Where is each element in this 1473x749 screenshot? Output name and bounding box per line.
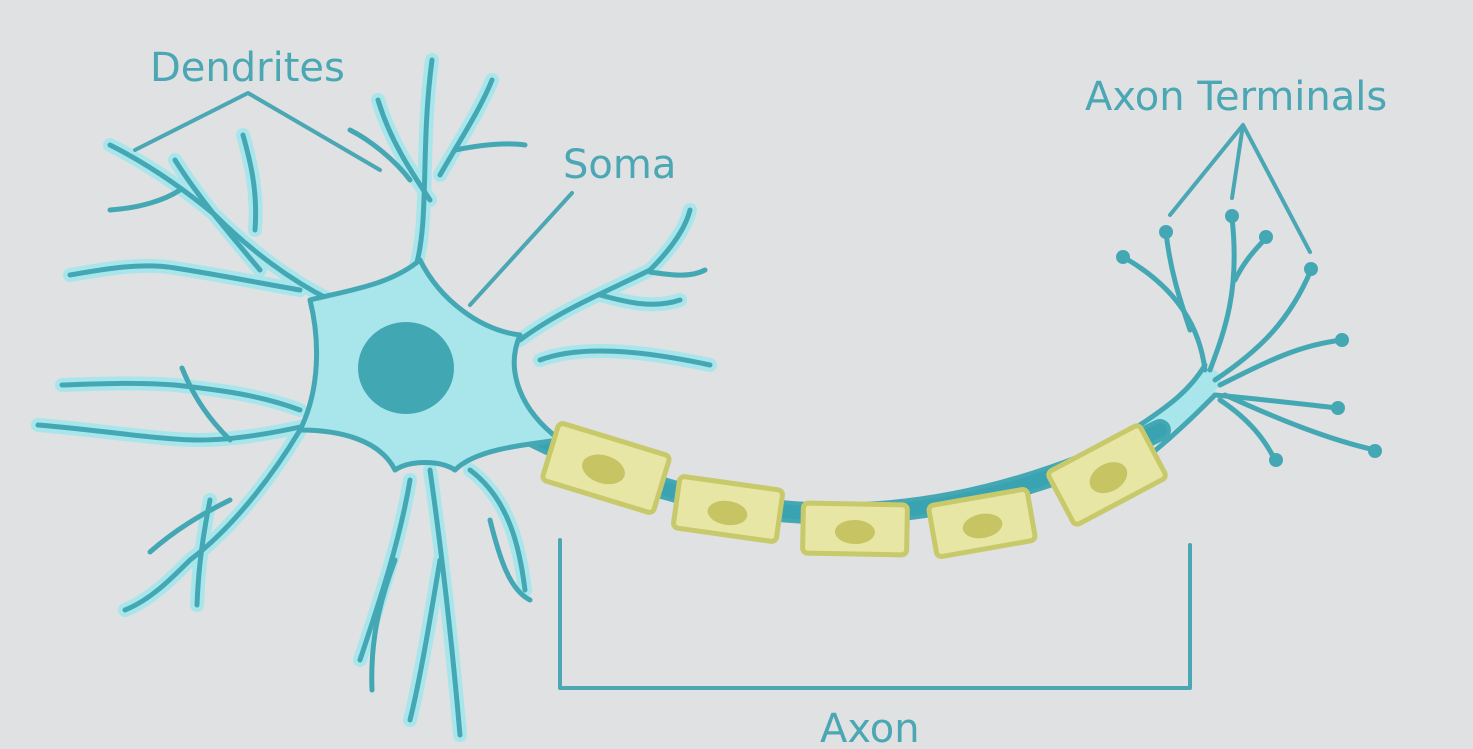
soma [297, 257, 563, 473]
terminal-bouton-5 [1304, 262, 1318, 276]
terminal-bouton-7 [1331, 401, 1345, 415]
leader-lines [133, 91, 1312, 690]
terminal-bouton-8 [1269, 453, 1283, 467]
myelin-segment-1 [540, 421, 672, 515]
terminal-bouton-3 [1225, 209, 1239, 223]
soma-label: Soma [563, 142, 676, 188]
axon-label: Axon [820, 706, 920, 749]
terminal-bouton-4 [1259, 230, 1273, 244]
dendrites-label: Dendrites [150, 45, 345, 91]
myelin-segment-5 [1046, 423, 1168, 527]
myelin-segment-3 [800, 500, 910, 558]
terminal-bouton-6 [1335, 333, 1349, 347]
myelin-sheath [540, 421, 1168, 559]
axon-bracket [558, 538, 1192, 690]
dendrites [31, 53, 717, 742]
terminal-bouton-2 [1159, 225, 1173, 239]
dendrites-leader [133, 91, 382, 172]
terminal-bouton-9 [1368, 444, 1382, 458]
soma-leader [468, 191, 574, 307]
axon-terminals-label: Axon Terminals [1085, 74, 1387, 120]
axon-terminal-branches [1116, 209, 1382, 467]
terminal-bouton-1 [1116, 250, 1130, 264]
myelin-segment-2 [671, 474, 785, 544]
myelin-segment-4 [926, 487, 1038, 559]
axon-terminals-leader [1168, 123, 1312, 254]
nucleus [358, 322, 454, 414]
